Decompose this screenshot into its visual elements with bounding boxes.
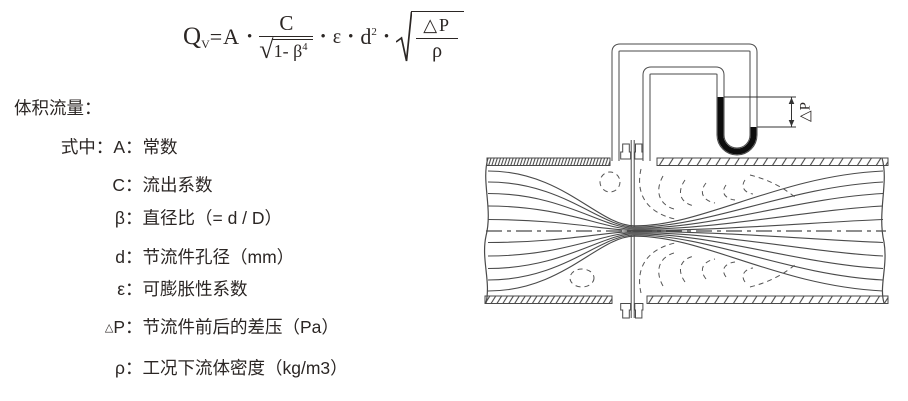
streamlines	[487, 170, 884, 292]
orifice-plate	[630, 140, 635, 318]
multiply-dot: •	[320, 28, 326, 45]
definition-row-delta-p: △P：节流件前后的差压（Pa）	[104, 317, 339, 337]
fraction-numerator: C	[279, 11, 294, 36]
manometer-fluid	[717, 97, 757, 155]
epsilon-term: ε	[332, 25, 342, 48]
orifice-flow-diagram: △P	[483, 43, 889, 319]
definition-row-d: d：节流件孔径（mm）	[115, 247, 295, 267]
definition-desc: 可膨胀性系数	[142, 279, 248, 299]
vortex-lines	[569, 168, 797, 294]
formula-sqrt-dp-rho: △P ρ	[396, 11, 465, 63]
dp-dimension	[724, 96, 796, 128]
fraction-bar	[259, 36, 314, 38]
orifice-fittings	[620, 143, 644, 319]
definition-row-c: C：流出系数	[112, 175, 213, 195]
multiply-dot: •	[247, 28, 253, 45]
d-squared-term: d2	[360, 24, 377, 49]
rho-denominator: ρ	[432, 40, 443, 62]
dp-label: △P	[797, 102, 813, 122]
definition-row-a: 式中：A：常数	[60, 137, 178, 157]
radical-sign: √	[259, 34, 274, 64]
definition-desc: 直径比（= d / D）	[142, 208, 283, 228]
delta-p-numerator: △P	[416, 15, 459, 39]
formula-fraction-1: C √ 1- β4	[259, 11, 314, 64]
pipe-break-lines	[483, 157, 886, 304]
definition-desc: 节流件孔径（mm）	[142, 247, 295, 267]
small-delta-icon: △	[104, 322, 114, 334]
dp-dimension-arrows	[788, 97, 795, 127]
flow-formula: QV=A • C √ 1- β4 • ε • d2 • △P ρ	[183, 8, 465, 66]
formula-lhs: QV=A	[183, 22, 241, 51]
definition-desc: 工况下流体密度（kg/m3）	[142, 358, 348, 378]
multiply-dot: •	[348, 28, 354, 45]
definition-row-epsilon: ε：可膨胀性系数	[117, 279, 248, 299]
multiply-dot: •	[383, 28, 390, 45]
definition-desc: 流出系数	[142, 175, 213, 195]
pipe-walls	[484, 157, 889, 304]
definition-row-rho: ρ：工况下流体密度（kg/m3）	[115, 358, 348, 378]
definition-desc: 常数	[142, 137, 178, 157]
fraction-denominator: √ 1- β4	[259, 34, 314, 64]
definition-desc: 节流件前后的差压（Pa）	[142, 317, 339, 337]
section-heading: 体积流量：	[14, 98, 102, 118]
definition-row-beta: β：直径比（= d / D）	[114, 208, 283, 228]
radical-sign	[396, 11, 413, 62]
